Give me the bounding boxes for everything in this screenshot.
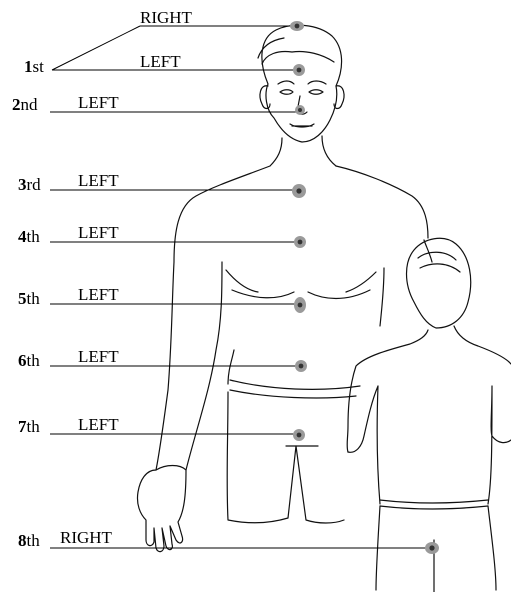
chest-lines bbox=[226, 270, 376, 299]
label-5-number: 5 bbox=[18, 289, 27, 308]
point-1-right bbox=[290, 21, 304, 31]
left-ear bbox=[260, 86, 270, 109]
label-8-suffix: th bbox=[27, 531, 41, 550]
label-8-side: RIGHT bbox=[60, 528, 113, 547]
leader-1-diag bbox=[52, 26, 140, 70]
label-7-suffix: th bbox=[27, 417, 41, 436]
eyes bbox=[280, 90, 323, 95]
front-figure bbox=[137, 25, 428, 551]
label-6-ordinal: 6th bbox=[18, 351, 40, 370]
neck bbox=[270, 136, 336, 166]
label-6-side: LEFT bbox=[78, 347, 119, 366]
label-8-ordinal: 8th bbox=[18, 531, 40, 550]
point-8 bbox=[425, 542, 439, 554]
front-hips bbox=[227, 392, 344, 523]
back-figure bbox=[347, 238, 511, 592]
points bbox=[290, 21, 439, 554]
label-7-ordinal: 7th bbox=[18, 417, 40, 436]
label-1-suffix: st bbox=[33, 57, 45, 76]
label-1-ordinal: 1st bbox=[24, 57, 44, 76]
point-4 bbox=[294, 236, 306, 248]
label-5-ordinal: 5th bbox=[18, 289, 40, 308]
back-waist bbox=[380, 500, 488, 509]
label-7-side: LEFT bbox=[78, 415, 119, 434]
right-torso-side bbox=[380, 268, 384, 326]
label-4-side: LEFT bbox=[78, 223, 119, 242]
label-5-suffix: th bbox=[27, 289, 41, 308]
left-hand bbox=[137, 466, 186, 552]
abdomen bbox=[228, 350, 360, 398]
label-4-ordinal: 4th bbox=[18, 227, 40, 246]
label-1-number: 1 bbox=[24, 57, 33, 76]
label-3-ordinal: 3rd bbox=[18, 175, 41, 194]
point-2 bbox=[295, 105, 305, 115]
label-1-side-lower: LEFT bbox=[140, 52, 181, 71]
label-3-number: 3 bbox=[18, 175, 27, 194]
mouth bbox=[290, 124, 314, 127]
label-2-suffix: nd bbox=[21, 95, 39, 114]
point-6 bbox=[295, 360, 307, 372]
label-2-number: 2 bbox=[12, 95, 21, 114]
back-neck-shoulders bbox=[347, 326, 511, 452]
label-8-number: 8 bbox=[18, 531, 27, 550]
label-5-side: LEFT bbox=[78, 285, 119, 304]
left-shoulder-arm bbox=[156, 166, 270, 470]
head-outline bbox=[262, 25, 342, 142]
label-6-suffix: th bbox=[27, 351, 41, 370]
point-1-left bbox=[293, 64, 305, 76]
right-shoulder-arm bbox=[336, 166, 428, 238]
back-hair bbox=[418, 240, 460, 272]
label-1-side-upper: RIGHT bbox=[140, 8, 193, 27]
label-2-ordinal: 2nd bbox=[12, 95, 38, 114]
labels: RIGHT LEFT 1st 2nd LEFT 3rd LEFT 4th LEF… bbox=[12, 8, 193, 550]
hair-line bbox=[258, 38, 334, 64]
eyebrows bbox=[278, 81, 326, 84]
label-6-number: 6 bbox=[18, 351, 27, 370]
label-4-suffix: th bbox=[27, 227, 41, 246]
point-3 bbox=[292, 184, 306, 198]
label-2-side: LEFT bbox=[78, 93, 119, 112]
back-torso bbox=[348, 386, 511, 504]
point-5 bbox=[294, 297, 306, 313]
label-3-side: LEFT bbox=[78, 171, 119, 190]
label-3-suffix: rd bbox=[27, 175, 42, 194]
point-7 bbox=[293, 429, 305, 441]
